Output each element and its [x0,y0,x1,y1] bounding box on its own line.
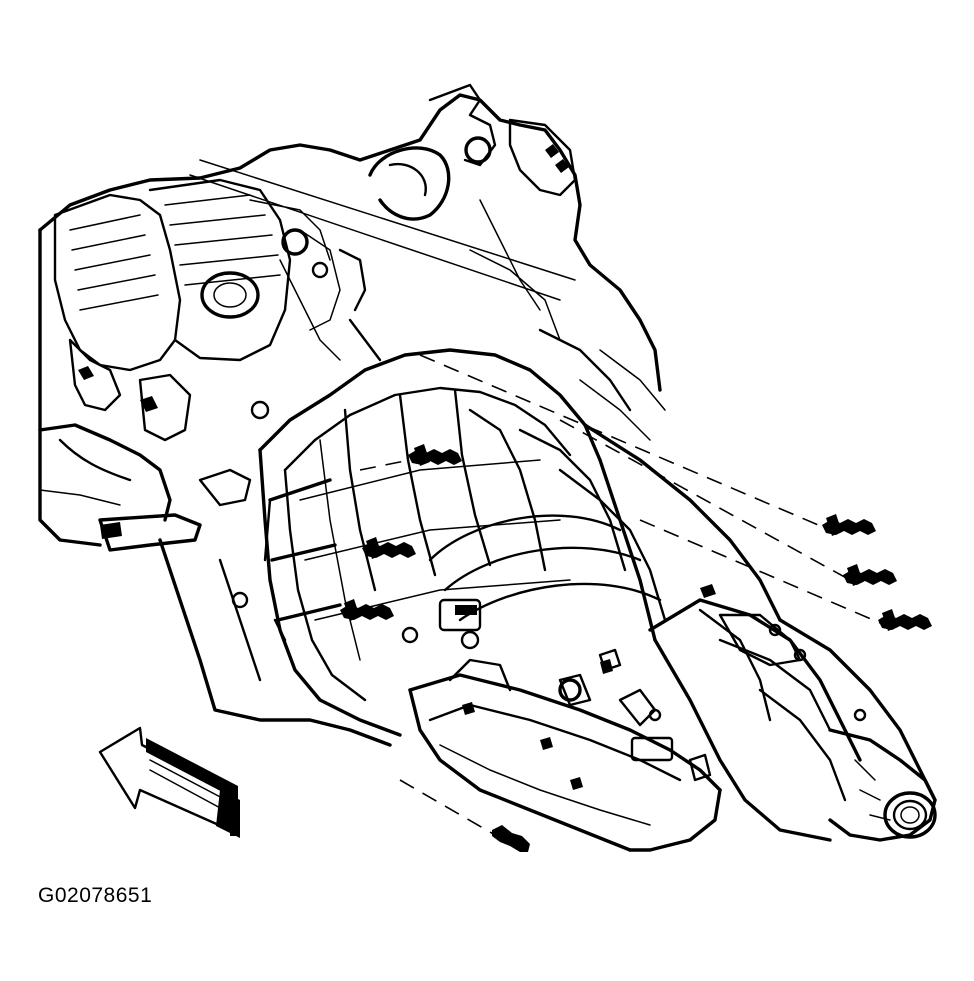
bolt-right-3 [878,609,932,631]
bolt-bottom [492,825,530,852]
figure-code: G02078651 [38,884,153,907]
bolt-right-2 [843,564,897,586]
bolt-right-1 [822,514,876,536]
bolt-alignment-lines [359,354,886,836]
transmission-case [258,348,937,842]
engine-block [38,83,662,747]
front-arrow-icon [98,726,240,838]
bolt-upper-left [408,444,462,466]
case-detail-strokes [231,199,666,702]
bolt-lower-left [340,599,394,621]
transmission-oil-pan [408,658,722,852]
bolt-middle-left [362,537,416,559]
